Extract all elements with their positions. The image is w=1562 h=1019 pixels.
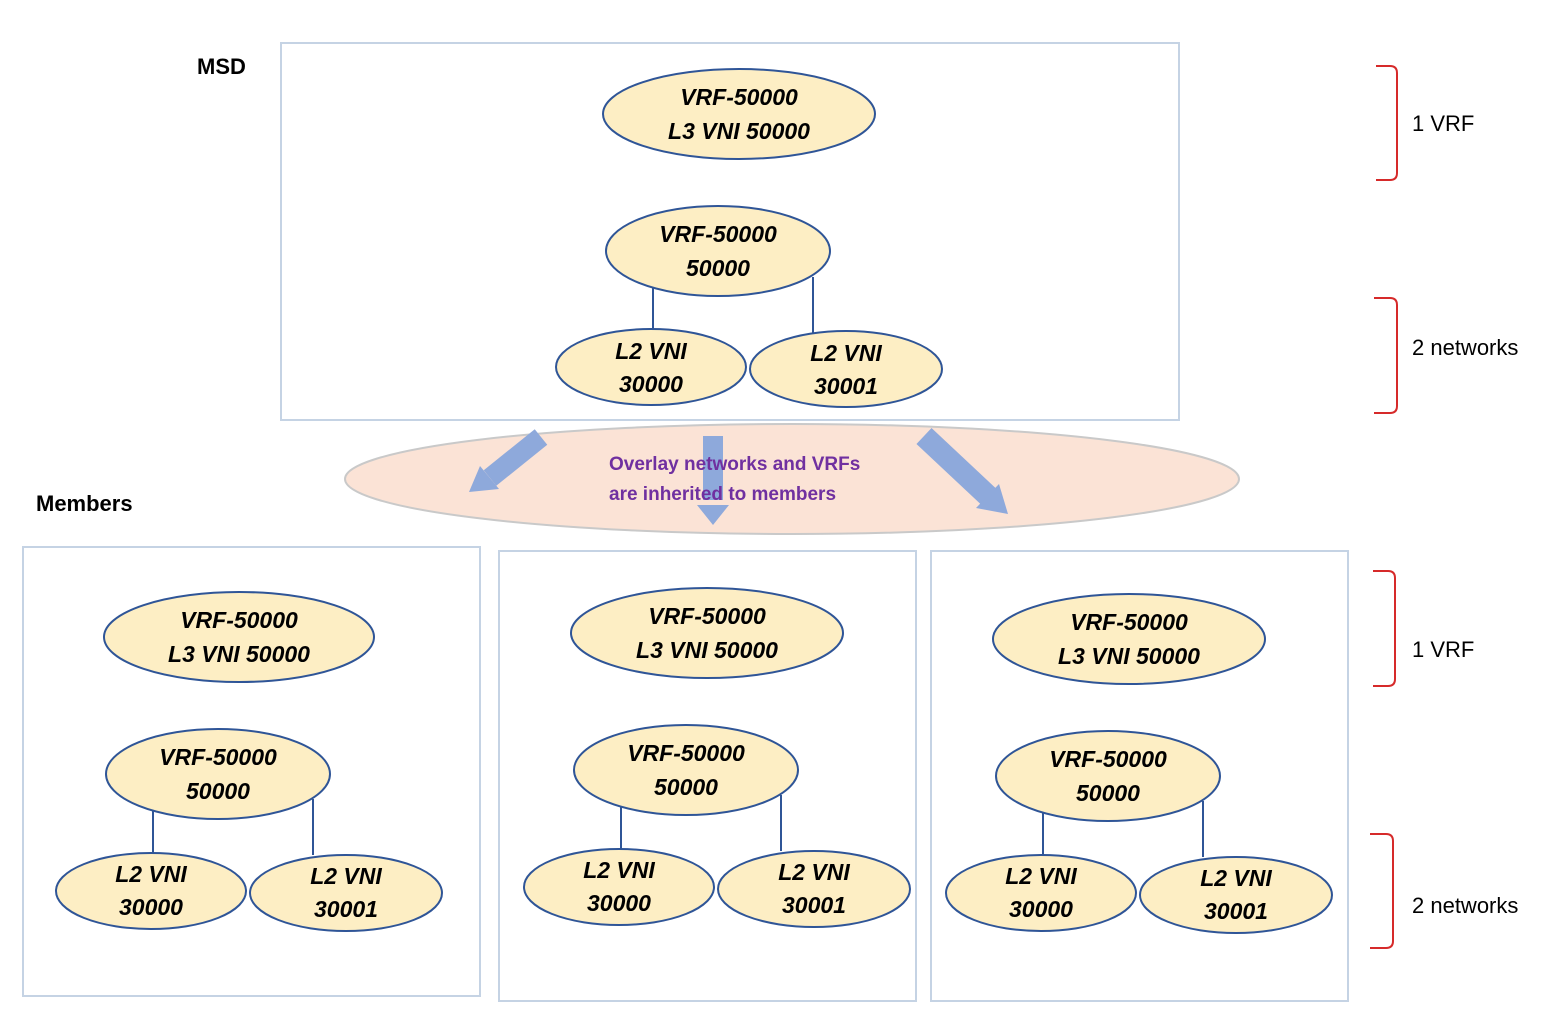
msd-vrf-l3vni: L3 VNI 50000 (668, 118, 810, 144)
msd-network-node-30000: L2 VNI 30000 (555, 328, 747, 406)
msd-label: MSD (197, 54, 246, 79)
member2-vrf-l3vni: L3 VNI 50000 (636, 637, 778, 663)
arrow-left (469, 429, 548, 492)
member3-vrf-name: VRF-50000 (1070, 609, 1188, 635)
member3-net2-id: 30001 (1204, 898, 1268, 924)
inheritance-text-line1: Overlay networks and VRFs (609, 454, 860, 475)
inheritance-text-line2: are inherited to members (609, 484, 836, 505)
member1-vrf-node: VRF-50000 L3 VNI 50000 (103, 591, 375, 683)
member3-network-node-30000: L2 VNI 30000 (945, 854, 1137, 932)
member2-net1-id: 30000 (587, 890, 651, 916)
msd-vrf-node: VRF-50000 L3 VNI 50000 (602, 68, 876, 160)
member2-net1-l2vni: L2 VNI (583, 857, 655, 883)
member1-parent-vrf-name: VRF-50000 (159, 744, 277, 770)
member-box-2 (498, 550, 917, 1002)
member1-network-node-30001: L2 VNI 30001 (249, 854, 443, 932)
arrow-middle (697, 436, 729, 525)
member1-net2-id: 30001 (314, 896, 378, 922)
member3-network-node-30001: L2 VNI 30001 (1139, 856, 1333, 934)
member3-parent-vrf-name: VRF-50000 (1049, 746, 1167, 772)
brace-top-vrf (1376, 65, 1398, 181)
member2-parent-vrf-id: 50000 (654, 774, 718, 800)
brace-top-vrf-label: 1 VRF (1412, 111, 1474, 136)
member1-vrf-name: VRF-50000 (180, 607, 298, 633)
member2-vrf-parent-node: VRF-50000 50000 (573, 724, 799, 816)
msd-net1-l2vni: L2 VNI (615, 338, 687, 364)
brace-bottom-vrf-label: 1 VRF (1412, 637, 1474, 662)
member1-vrf-parent-node: VRF-50000 50000 (105, 728, 331, 820)
member3-net1-l2vni: L2 VNI (1005, 863, 1077, 889)
brace-bottom-vrf (1373, 570, 1396, 687)
member1-net1-l2vni: L2 VNI (115, 861, 187, 887)
brace-bottom-networks (1370, 833, 1394, 949)
member-box-3 (930, 550, 1349, 1002)
brace-bottom-networks-label: 2 networks (1412, 893, 1518, 918)
member3-net1-id: 30000 (1009, 896, 1073, 922)
member3-net2-l2vni: L2 VNI (1200, 865, 1272, 891)
member3-vrf-l3vni: L3 VNI 50000 (1058, 643, 1200, 669)
msd-vrf-parent-node: VRF-50000 50000 (605, 205, 831, 297)
msd-vrf-name: VRF-50000 (680, 84, 798, 110)
member2-vrf-node: VRF-50000 L3 VNI 50000 (570, 587, 844, 679)
msd-box (280, 42, 1180, 421)
member2-network-node-30000: L2 VNI 30000 (523, 848, 715, 926)
member2-vrf-name: VRF-50000 (648, 603, 766, 629)
msd-parent-vrf-name: VRF-50000 (659, 221, 777, 247)
member2-parent-vrf-name: VRF-50000 (627, 740, 745, 766)
member1-net1-id: 30000 (119, 894, 183, 920)
member1-network-node-30000: L2 VNI 30000 (55, 852, 247, 930)
member2-network-node-30001: L2 VNI 30001 (717, 850, 911, 928)
msd-parent-vrf-id: 50000 (686, 255, 750, 281)
member2-net2-l2vni: L2 VNI (778, 859, 850, 885)
member1-vrf-l3vni: L3 VNI 50000 (168, 641, 310, 667)
msd-net2-id: 30001 (814, 373, 878, 399)
brace-top-networks (1374, 297, 1398, 414)
member3-parent-vrf-id: 50000 (1076, 780, 1140, 806)
member1-net2-l2vni: L2 VNI (310, 863, 382, 889)
msd-net2-l2vni: L2 VNI (810, 340, 882, 366)
member3-vrf-parent-node: VRF-50000 50000 (995, 730, 1221, 822)
member3-vrf-node: VRF-50000 L3 VNI 50000 (992, 593, 1266, 685)
arrow-right (916, 427, 1008, 514)
msd-network-node-30001: L2 VNI 30001 (749, 330, 943, 408)
msd-net1-id: 30000 (619, 371, 683, 397)
member1-parent-vrf-id: 50000 (186, 778, 250, 804)
member-box-1 (22, 546, 481, 997)
inheritance-ellipse (344, 423, 1240, 535)
member2-net2-id: 30001 (782, 892, 846, 918)
members-label: Members (36, 491, 133, 516)
brace-top-networks-label: 2 networks (1412, 335, 1518, 360)
